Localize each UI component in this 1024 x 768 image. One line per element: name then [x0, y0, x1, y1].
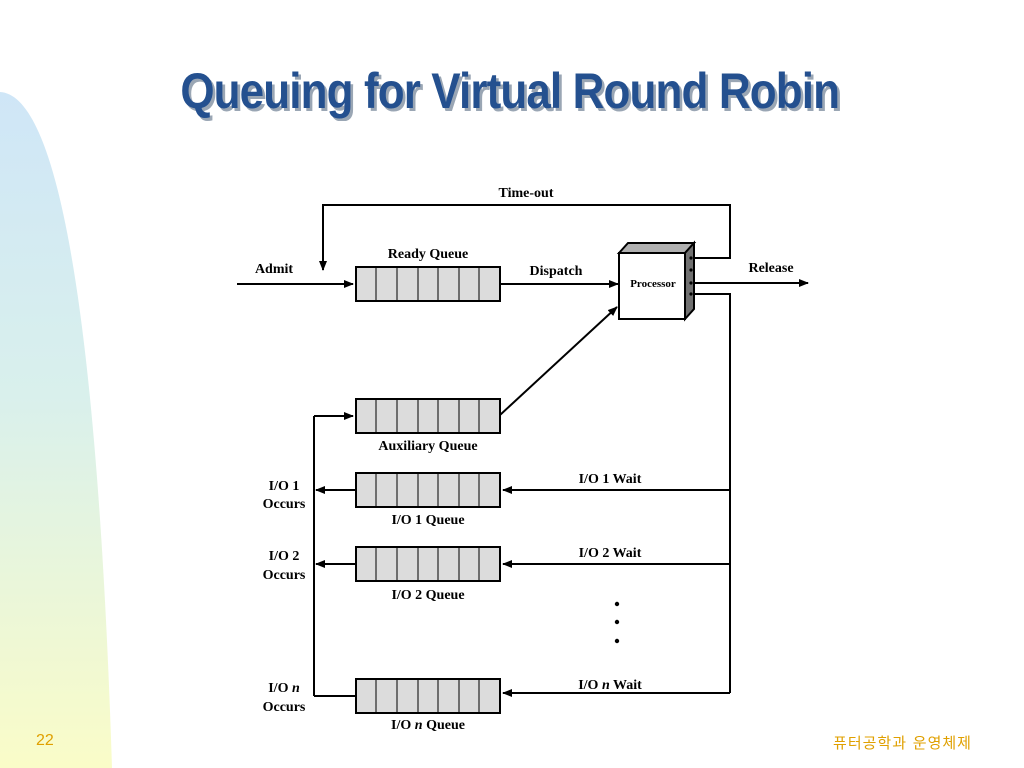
ellipsis-dots — [614, 601, 620, 644]
io2-occurs-line2: Occurs — [263, 568, 306, 583]
ready-queue-box — [355, 266, 501, 302]
release-label: Release — [748, 261, 793, 276]
ion-occurs-line1: I/O n — [268, 681, 300, 696]
io1-wait-label: I/O 1 Wait — [579, 472, 642, 487]
timeout-label: Time-out — [499, 186, 554, 201]
footer-text: 퓨터공학과 운영체제 — [833, 734, 972, 752]
io1-queue-box — [355, 472, 501, 508]
io2-wait-label: I/O 2 Wait — [579, 546, 642, 561]
ion-queue-box — [355, 678, 501, 714]
io2-queue-label: I/O 2 Queue — [391, 588, 464, 603]
auxiliary-queue-label: Auxiliary Queue — [378, 439, 477, 454]
admit-label: Admit — [255, 262, 293, 277]
processor-port-dots — [689, 256, 693, 296]
page-number: 22 — [36, 732, 54, 749]
ready-queue-label: Ready Queue — [388, 247, 469, 262]
processor-box — [616, 240, 697, 322]
auxiliary-to-processor-arrow — [499, 306, 618, 416]
ion-occurs-line2: Occurs — [263, 700, 306, 715]
io2-queue-box — [355, 546, 501, 582]
io1-occurs-line1: I/O 1 — [269, 479, 300, 494]
slide-title: Queuing for Virtual Round Robin — [180, 63, 840, 119]
io-wait-bus — [690, 293, 731, 693]
io2-occurs-line1: I/O 2 — [269, 549, 300, 564]
processor-label: Processor — [630, 278, 676, 290]
auxiliary-queue-box — [355, 398, 501, 434]
dispatch-label: Dispatch — [530, 264, 583, 279]
ion-queue-label: I/O n Queue — [391, 718, 465, 733]
timeout-line — [319, 204, 731, 271]
ion-wait-label: I/O n Wait — [578, 678, 642, 693]
io1-queue-label: I/O 1 Queue — [391, 513, 464, 528]
io1-occurs-line2: Occurs — [263, 497, 306, 512]
